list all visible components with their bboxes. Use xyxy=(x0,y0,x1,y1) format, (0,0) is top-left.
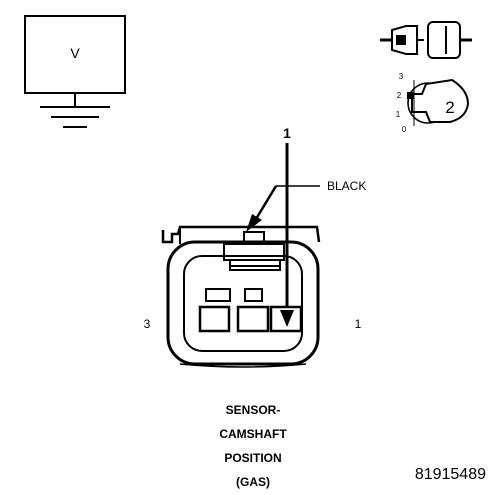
pin-callout-number: 1 xyxy=(283,125,291,141)
key-tick-0: 0 xyxy=(402,125,407,134)
wire-leader-arrow xyxy=(246,185,320,232)
probe-tip xyxy=(280,310,294,327)
disconnect-connector-icon xyxy=(380,21,472,59)
ignition-key-icon xyxy=(407,78,470,126)
probe-arrow xyxy=(280,143,294,327)
terminal-cavity-2 xyxy=(236,288,270,333)
terminal-cavity-3 xyxy=(198,288,231,333)
key-tick-3: 3 xyxy=(399,72,404,81)
voltmeter-icon xyxy=(24,15,126,128)
cavity-label-left: 3 xyxy=(144,317,151,331)
caption-line-2: CAMSHAFT xyxy=(219,427,287,441)
key-position-number: 2 xyxy=(445,98,454,117)
caption-line-1: SENSOR- xyxy=(226,403,281,417)
meter-mode-label: V xyxy=(70,45,80,61)
key-tick-1: 1 xyxy=(396,110,401,119)
connector-body xyxy=(161,225,321,368)
component-caption: SENSOR- CAMSHAFT POSITION (GAS) xyxy=(219,403,287,489)
cavity-label-right: 1 xyxy=(355,317,362,331)
caption-line-3: POSITION xyxy=(224,451,281,465)
wire-color-label: BLACK xyxy=(327,179,366,193)
caption-line-4: (GAS) xyxy=(236,475,270,489)
key-tick-2: 2 xyxy=(397,91,402,100)
figure-id: 81915489 xyxy=(415,466,486,483)
